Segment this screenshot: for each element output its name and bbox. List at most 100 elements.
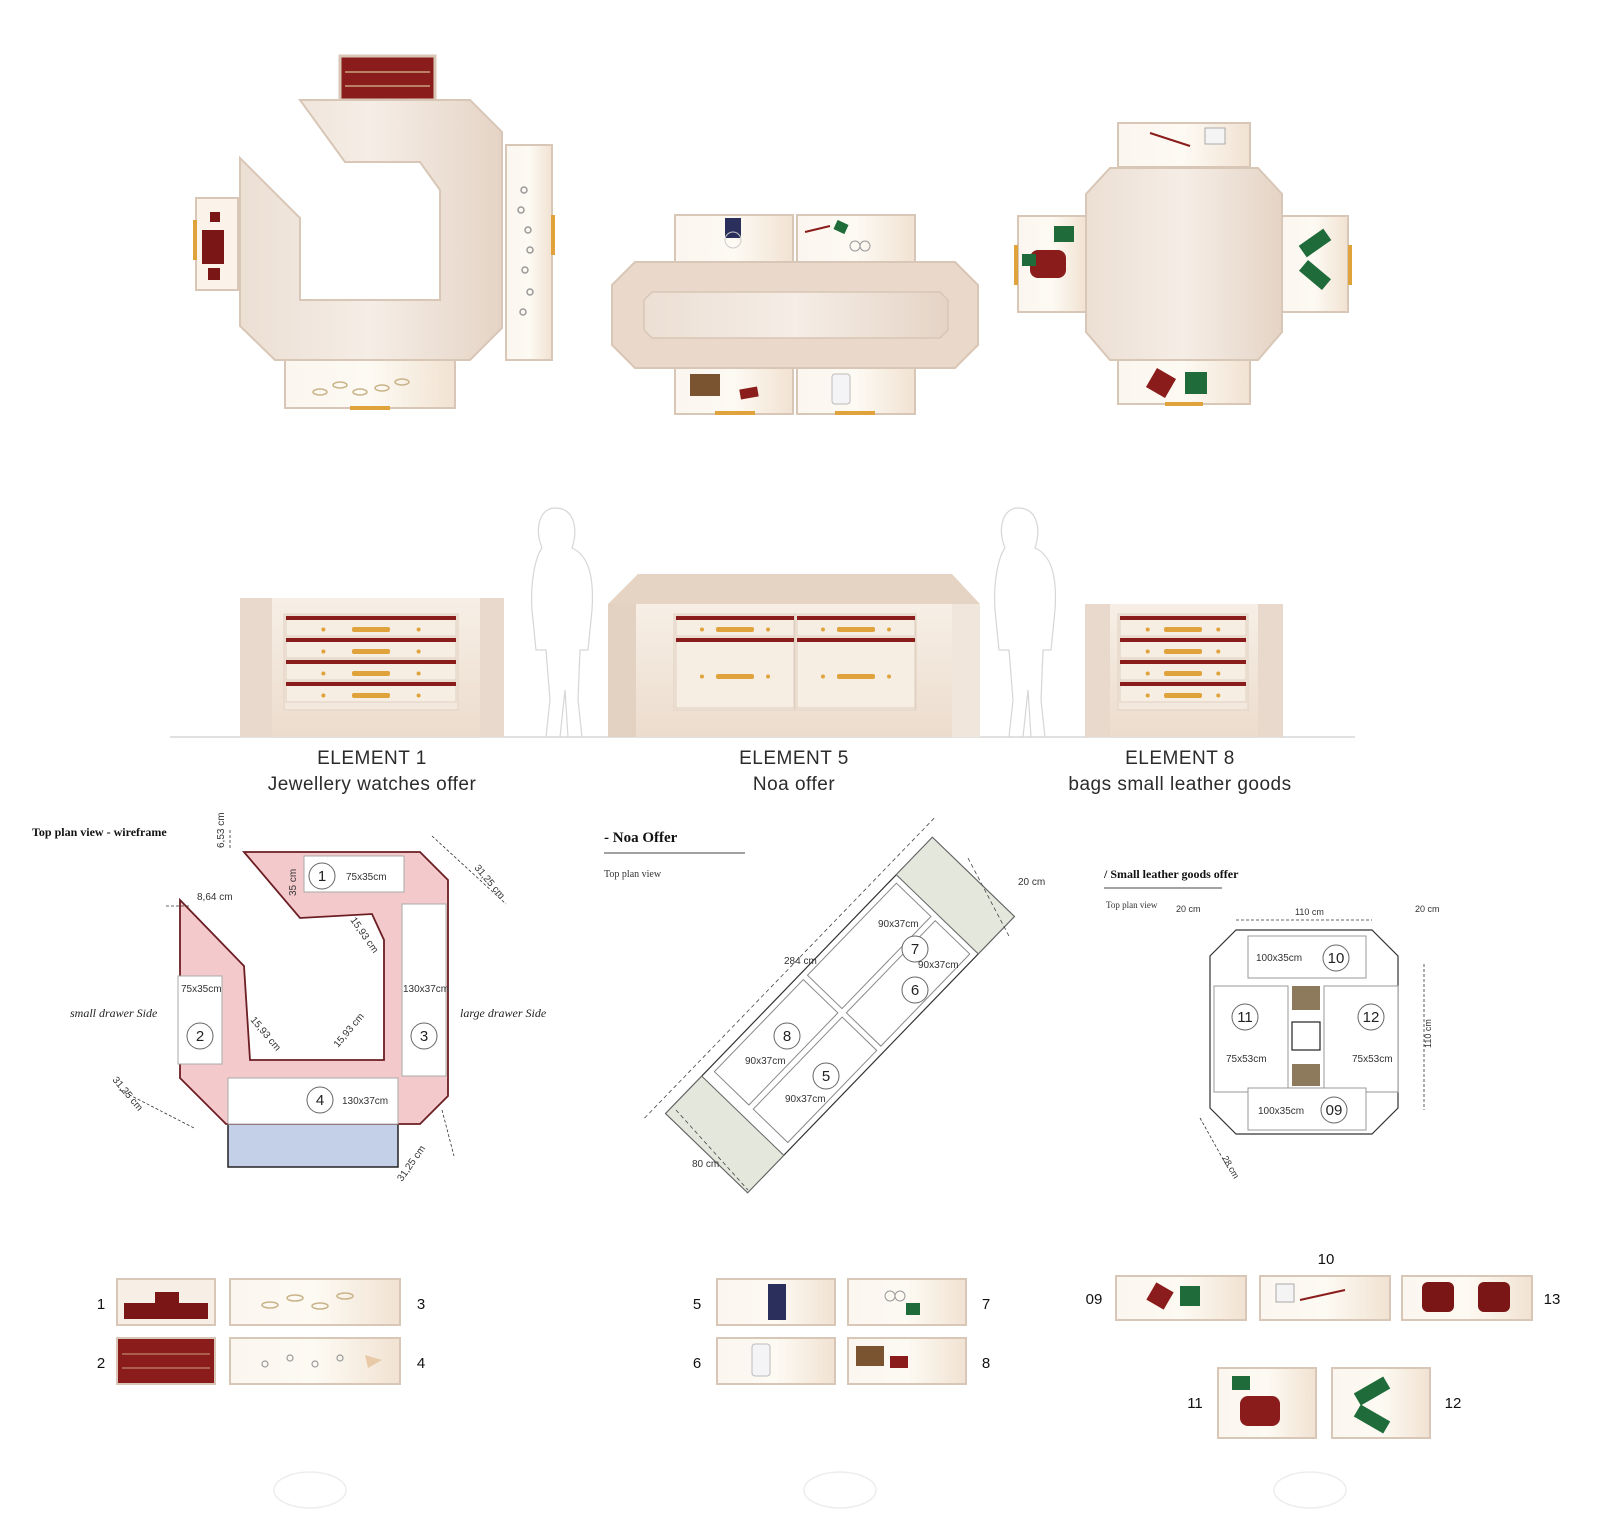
thumbnail-tiles: 1 3 2 4 5 7 6 8 10 09 13 11 12 bbox=[97, 1251, 1561, 1439]
watermark-icon-1 bbox=[273, 1471, 347, 1509]
drawer-bottom bbox=[1117, 359, 1251, 405]
plan2-noa: - Noa Offer Top plan view 7 90x37cm 6 90… bbox=[604, 815, 1045, 1194]
plan2-num-6: 6 bbox=[911, 982, 919, 999]
e8-drawer-3-handle bbox=[1164, 671, 1202, 676]
e1-drawer-4 bbox=[285, 681, 457, 703]
bottom-drawer-open bbox=[284, 359, 456, 409]
e8-drawer-3 bbox=[1119, 659, 1247, 681]
element1-subtitle: Jewellery watches offer bbox=[268, 774, 477, 795]
element1-top-view bbox=[193, 54, 555, 410]
tile-3 bbox=[229, 1278, 401, 1326]
person-silhouette-2 bbox=[994, 507, 1057, 738]
plan1-heading: Top plan view - wireframe bbox=[32, 825, 167, 839]
plan1-size-2: 75x35cm bbox=[181, 984, 222, 995]
tile-label-4: 4 bbox=[417, 1355, 425, 1372]
e5-drawer-4-handle bbox=[837, 674, 875, 679]
e8-drawer-1 bbox=[1119, 615, 1247, 637]
plan3-dim-5: 28 cm bbox=[1220, 1154, 1241, 1180]
plan1-num-2: 2 bbox=[196, 1028, 204, 1045]
e5-drawer-3-handle bbox=[716, 674, 754, 679]
plan2-dim-2: 20 cm bbox=[1018, 877, 1045, 888]
tile-label-09: 09 bbox=[1086, 1291, 1103, 1308]
plan2-num-5: 5 bbox=[822, 1068, 830, 1085]
e1-drawer-2-handle bbox=[352, 649, 390, 654]
plan1-dim-8: 31,25 cm bbox=[110, 1075, 145, 1114]
plan2-num-7: 7 bbox=[911, 941, 919, 958]
element5-top-view bbox=[611, 214, 979, 415]
e5-drawer-2 bbox=[796, 615, 916, 637]
plan3-num-09: 09 bbox=[1326, 1102, 1343, 1119]
tile-label-5: 5 bbox=[693, 1296, 701, 1313]
e8-drawer-4-handle bbox=[1164, 693, 1202, 698]
e5-drawer-3 bbox=[675, 637, 795, 709]
plan3-size-10: 100x35cm bbox=[1256, 953, 1302, 964]
trunk-top bbox=[338, 54, 437, 102]
plan3-num-12: 12 bbox=[1363, 1009, 1380, 1026]
e5-drawer-4 bbox=[796, 637, 916, 709]
plan1-dim-1: 6,53 cm bbox=[216, 812, 227, 848]
element8-subtitle: bags small leather goods bbox=[1068, 774, 1291, 795]
plan1-num-3: 3 bbox=[420, 1028, 428, 1045]
plan3-dim-2: 110 cm bbox=[1295, 907, 1324, 917]
plan2-dim-1: 284 cm bbox=[784, 956, 817, 967]
plan2-num-8: 8 bbox=[783, 1028, 791, 1045]
plan2-end-right bbox=[895, 836, 1016, 955]
tile-2 bbox=[116, 1337, 216, 1385]
plan1-dim-2: 8,64 cm bbox=[197, 892, 233, 903]
plan1-right-label: large drawer Side bbox=[460, 1006, 547, 1020]
e1-drawer-2 bbox=[285, 637, 457, 659]
tile-label-10: 10 bbox=[1318, 1251, 1335, 1268]
plan3-block-bottom bbox=[1292, 1064, 1320, 1086]
tile-label-13: 13 bbox=[1544, 1291, 1561, 1308]
plan3-dim-1: 20 cm bbox=[1176, 904, 1201, 914]
tile-label-1: 1 bbox=[97, 1296, 105, 1313]
element5-title: ELEMENT 5 bbox=[739, 748, 849, 769]
e5-drawer-1 bbox=[675, 615, 795, 637]
drawer-bottom-right bbox=[796, 365, 916, 415]
plan1-dim-3: 35 cm bbox=[288, 869, 299, 896]
plan1-dim-4: 31,25 cm bbox=[472, 863, 507, 902]
e8-drawer-2-handle bbox=[1164, 649, 1202, 654]
drawer-top-left bbox=[674, 214, 794, 264]
plan3-dim-3: 20 cm bbox=[1415, 904, 1440, 914]
plan1-counter-pink bbox=[179, 851, 449, 1125]
plan3-drawer-11 bbox=[1213, 985, 1289, 1093]
plan1-base-blue bbox=[227, 1120, 399, 1168]
element5-subtitle: Noa offer bbox=[753, 774, 835, 795]
plan3-num-11: 11 bbox=[1237, 1009, 1253, 1026]
plan3-sub: Top plan view bbox=[1106, 900, 1158, 910]
watermark-icon-2 bbox=[803, 1471, 877, 1509]
tile-label-3: 3 bbox=[417, 1296, 425, 1313]
tile-label-2: 2 bbox=[97, 1355, 105, 1372]
tile-label-11: 11 bbox=[1187, 1395, 1203, 1412]
plan1-size-4: 130x37cm bbox=[342, 1096, 388, 1107]
tile-label-8: 8 bbox=[982, 1355, 990, 1372]
plan2-dim-3: 80 cm bbox=[692, 1159, 719, 1170]
square-table bbox=[1085, 167, 1283, 361]
plan2-sub: Top plan view bbox=[604, 869, 662, 880]
plan2-size-8: 90x37cm bbox=[745, 1056, 786, 1067]
plan2-drawer-7 bbox=[806, 882, 932, 1010]
e8-drawer-4 bbox=[1119, 681, 1247, 703]
plan2-size-7: 90x37cm bbox=[878, 919, 919, 930]
tile-label-7: 7 bbox=[982, 1296, 990, 1313]
plan2-size-5: 90x37cm bbox=[785, 1094, 826, 1105]
plan3-block-top bbox=[1292, 986, 1320, 1010]
tile-6 bbox=[716, 1337, 836, 1385]
plan1-wireframe: Top plan view - wireframe small drawer S… bbox=[32, 812, 547, 1183]
tile-label-6: 6 bbox=[693, 1355, 701, 1372]
plan3-drawer-12 bbox=[1323, 985, 1399, 1093]
e8-drawer-2 bbox=[1119, 637, 1247, 659]
plan1-left-label: small drawer Side bbox=[70, 1006, 158, 1020]
e8-drawer-1-handle bbox=[1164, 627, 1202, 632]
plan3-size-12: 75x53cm bbox=[1352, 1054, 1393, 1065]
plan1-dim-6: 15,93 cm bbox=[248, 1015, 283, 1054]
plan3-dim-4: 110 cm bbox=[1423, 1019, 1433, 1048]
element8-top-view bbox=[1014, 122, 1352, 406]
watermark-icons bbox=[273, 1471, 1347, 1509]
drawer-right bbox=[1279, 215, 1349, 313]
table-top-inset bbox=[643, 291, 949, 339]
counter-top bbox=[608, 574, 980, 604]
plan1-size-3: 130x37cm bbox=[403, 984, 449, 995]
